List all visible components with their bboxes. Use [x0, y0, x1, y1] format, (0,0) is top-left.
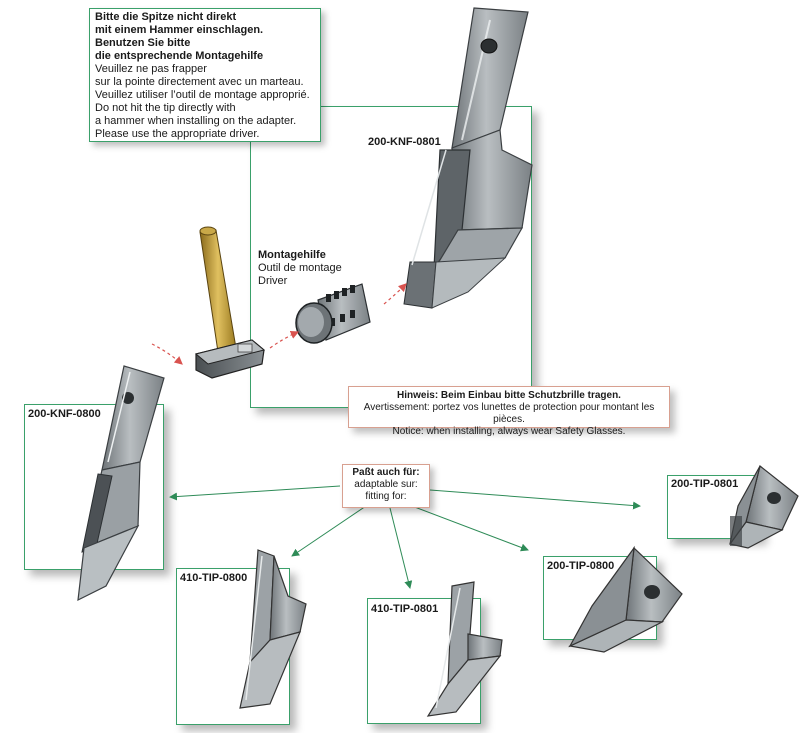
instruction-line-3: Veuillez utiliser l’outil de montage app… — [95, 89, 310, 101]
instruction-text: Bitte die Spitze nicht direkt mit einem … — [95, 11, 319, 141]
instruction-bold-2: mit einem Hammer einschlagen. — [95, 24, 264, 36]
driver-line-1: Outil de montage — [258, 262, 342, 274]
fits-title: Paßt auch für: — [352, 467, 420, 478]
instruction-line-4: Do not hit the tip directly with — [95, 102, 236, 114]
safety-box — [348, 386, 670, 428]
instruction-line-5: a hammer when installing on the adapter. — [95, 115, 297, 127]
fits-line-2: fitting for: — [365, 491, 407, 502]
tip410-0800-label: 410-TIP-0800 — [180, 572, 248, 584]
instruction-bold-3: Benutzen Sie bitte — [95, 37, 191, 49]
tip410-0800-part-illustration — [239, 549, 307, 709]
hammer-illustration — [194, 226, 266, 379]
knf0800-label: 200-KNF-0800 — [28, 408, 101, 420]
knf0800-part-illustration — [77, 365, 165, 602]
fits-arrow-tip410-0801 — [389, 507, 413, 589]
knf0801-part-illustration — [403, 7, 533, 309]
knf0801-label: 200-KNF-0801 — [368, 136, 441, 148]
motion-arrow-2 — [269, 330, 300, 349]
fits-arrow-tip200-0801 — [429, 489, 641, 510]
fits-arrow-knf0800 — [169, 485, 341, 501]
driver-title: Montagehilfe — [258, 249, 326, 261]
instruction-bold-4: die entsprechende Montagehilfe — [95, 50, 264, 62]
driver-label: Montagehilfe Outil de montage Driver — [258, 249, 368, 288]
tip200-0801-part-illustration — [728, 464, 799, 549]
driver-tool-illustration — [295, 283, 371, 344]
driver-line-2: Driver — [258, 275, 288, 287]
fits-box — [342, 464, 430, 508]
instruction-box — [89, 8, 321, 142]
safety-line-1: Avertissement: portez vos lunettes de pr… — [363, 402, 655, 425]
tip410-0801-label: 410-TIP-0801 — [371, 603, 439, 615]
safety-text: Hinweis: Beim Einbau bitte Schutzbrille … — [348, 390, 670, 438]
motion-arrow-1 — [151, 343, 183, 365]
tip200-0800-label: 200-TIP-0800 — [547, 560, 615, 572]
safety-line-2: Notice: when installing, always wear Saf… — [392, 426, 626, 437]
instruction-line-6: Please use the appropriate driver. — [95, 128, 260, 140]
fits-text: Paßt auch für: adaptable sur: fitting fo… — [342, 467, 430, 503]
fits-line-1: adaptable sur: — [354, 479, 418, 490]
instruction-bold-1: Bitte die Spitze nicht direkt — [95, 11, 237, 23]
motion-arrow-3 — [383, 283, 407, 305]
instruction-line-1: Veuillez ne pas frapper — [95, 63, 207, 75]
tip200-0800-part-illustration — [568, 545, 683, 653]
safety-title: Hinweis: Beim Einbau bitte Schutzbrille … — [397, 390, 621, 401]
fits-arrow-tip410-0800 — [291, 505, 367, 557]
tip200-0801-label: 200-TIP-0801 — [671, 478, 739, 490]
instruction-line-2: sur la pointe directement avec un martea… — [95, 76, 304, 88]
fits-arrow-tip200-0800 — [411, 505, 529, 552]
tip410-0801-part-illustration — [426, 581, 503, 717]
